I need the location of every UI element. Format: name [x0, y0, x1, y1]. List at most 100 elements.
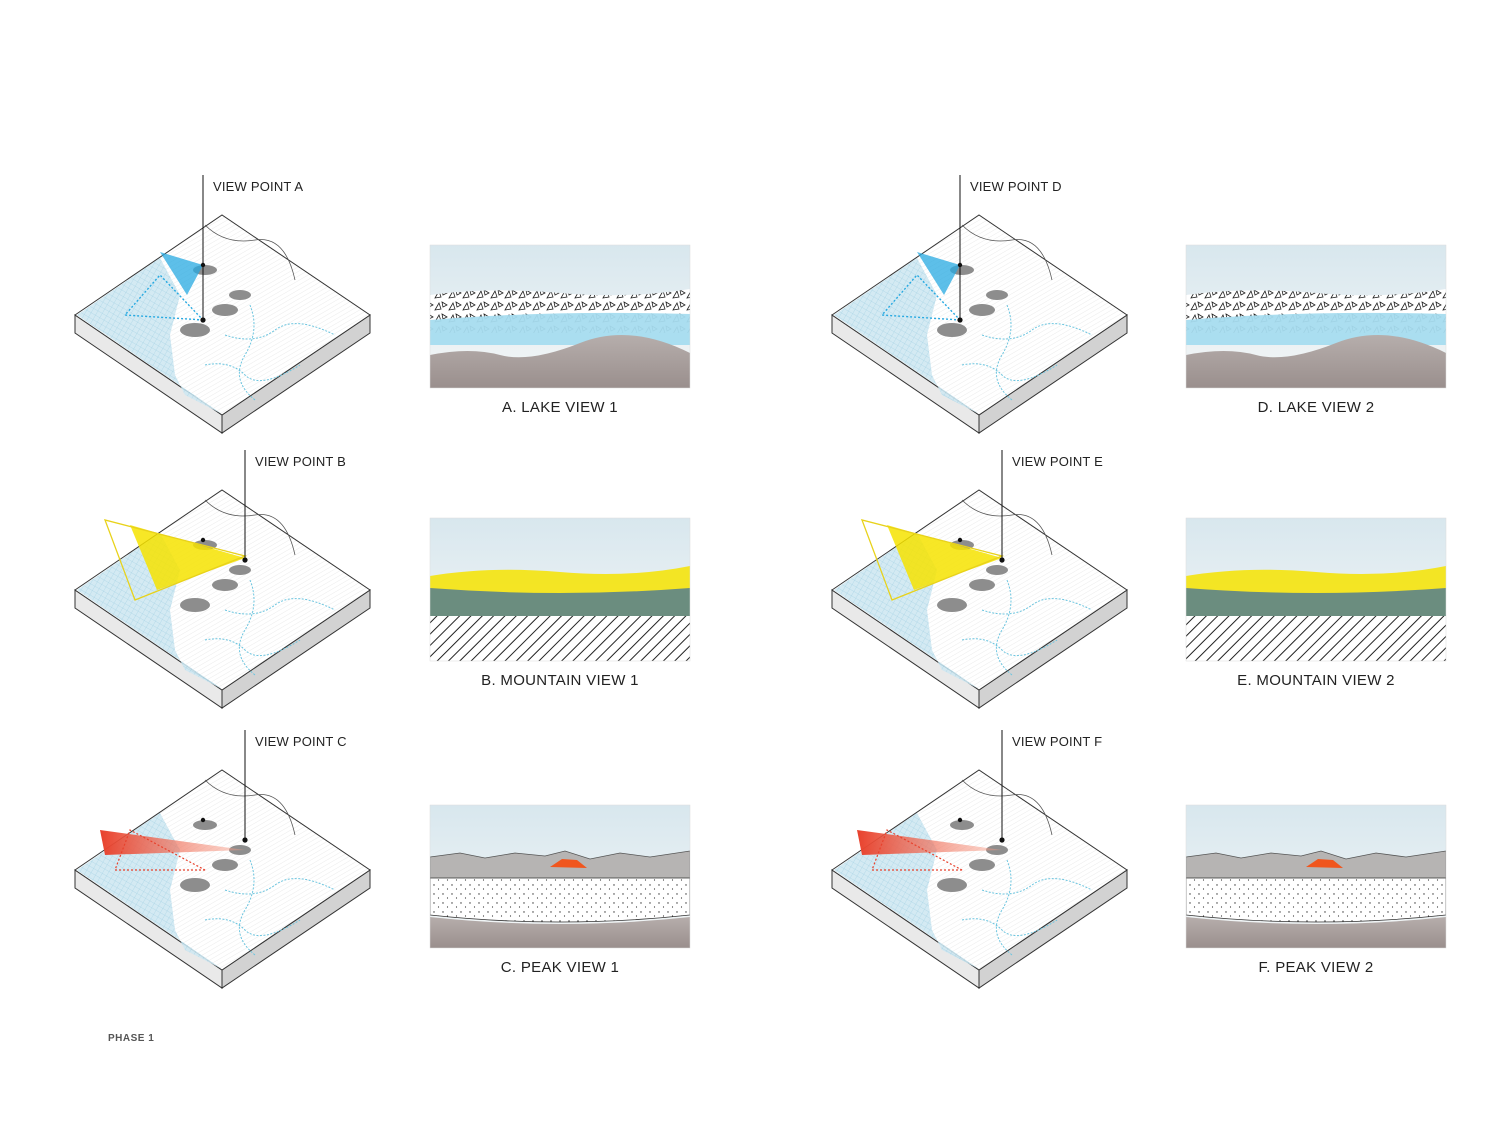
view-panel-a: VIEW POINT A A. LAKE VIEW 1 [74, 175, 691, 434]
view-panel-c: VIEW POINT C C. PEAK VIEW 1 [74, 730, 691, 989]
site-pad [212, 304, 238, 316]
site-pad [180, 323, 210, 337]
viewpoint-marker [957, 317, 963, 323]
view-render-E [1186, 518, 1446, 661]
dotted-field [430, 877, 690, 923]
mountain-outline-band [430, 566, 690, 596]
site-pad [937, 878, 967, 892]
target-peak [1306, 859, 1343, 868]
foreground-ground [430, 335, 690, 388]
site-pad [986, 565, 1008, 575]
site-pad [212, 579, 238, 591]
view-frame [429, 517, 691, 662]
river-lines [961, 304, 1093, 401]
view-render-F [1186, 805, 1446, 948]
view-render-D [1186, 245, 1446, 388]
river-lines [961, 579, 1093, 676]
view-cone [887, 525, 1002, 590]
viewpoint-label: VIEW POINT C [255, 734, 347, 749]
viewpoint-marker [999, 557, 1005, 563]
site-pad [180, 598, 210, 612]
secondary-viewpoint-marker [957, 817, 963, 823]
viewpoint-label: VIEW POINT E [1012, 454, 1103, 469]
view-frame [429, 804, 691, 949]
lake-area [834, 533, 979, 689]
river-lines [961, 859, 1093, 956]
foreground-ground [1186, 335, 1446, 388]
foreground-ground [1186, 917, 1446, 948]
viewpoint-marker [242, 557, 248, 563]
site-pad [212, 859, 238, 871]
secondary-viewpoint-marker [200, 262, 206, 268]
river-lines [204, 304, 336, 401]
view-cone [160, 252, 203, 295]
secondary-viewpoint-marker [957, 537, 963, 543]
view-caption: F. PEAK VIEW 2 [1258, 959, 1373, 976]
view-cone-outline [860, 519, 1005, 601]
river-lines [204, 579, 336, 676]
viewpoint-label: VIEW POINT A [213, 179, 303, 194]
dotted-field [1186, 877, 1446, 923]
site-pad [937, 598, 967, 612]
lake-area [77, 533, 222, 689]
view-caption: E. MOUNTAIN VIEW 2 [1237, 672, 1395, 689]
view-panel-e: VIEW POINT E E. MOUNTAIN VIEW 2 [831, 450, 1447, 709]
viewpoint-label: VIEW POINT F [1012, 734, 1102, 749]
site-pad [180, 878, 210, 892]
foreground-hatch [430, 616, 690, 661]
secondary-viewpoint-marker [200, 817, 206, 823]
view-caption: D. LAKE VIEW 2 [1258, 399, 1375, 416]
site-pad [229, 290, 251, 300]
site-pad [937, 323, 967, 337]
view-panel-f: VIEW POINT F F. PEAK VIEW 2 [831, 730, 1447, 989]
view-cone-outline [123, 273, 205, 321]
contour-lines [204, 779, 296, 836]
view-caption: B. MOUNTAIN VIEW 1 [481, 672, 639, 689]
view-panel-d: VIEW POINT D D. LAKE VIEW 2 [831, 175, 1447, 434]
view-cone [130, 525, 245, 590]
foreground-ground [430, 917, 690, 948]
lake-area [77, 258, 222, 414]
view-panel-b: VIEW POINT BB. MOUNTAIN VIEW 1 [74, 450, 691, 709]
view-cone-outline [114, 829, 206, 871]
view-cone-outline [871, 829, 963, 871]
view-caption: A. LAKE VIEW 1 [502, 399, 618, 416]
mountain-valley [1186, 588, 1446, 616]
viewpoint-marker [999, 837, 1005, 843]
site-pad [193, 820, 217, 830]
phase-label: PHASE 1 [108, 1033, 155, 1044]
contour-lines [204, 224, 296, 281]
view-caption: C. PEAK VIEW 1 [501, 959, 619, 976]
view-frame [429, 244, 691, 389]
view-frame [1185, 804, 1447, 949]
river-lines [204, 859, 336, 956]
contour-lines [961, 779, 1053, 836]
lake-area [834, 258, 979, 414]
secondary-viewpoint-marker [200, 537, 206, 543]
view-render-C [430, 805, 690, 948]
viewpoint-marker [242, 837, 248, 843]
view-render-B [430, 518, 690, 661]
contour-lines [961, 224, 1053, 281]
site-pad [986, 290, 1008, 300]
view-cone-outline [103, 519, 248, 601]
view-cone-outline [880, 273, 962, 321]
mountain-outline-band [1186, 566, 1446, 596]
view-cone [100, 830, 245, 855]
site-pad [950, 820, 974, 830]
contour-lines [961, 499, 1053, 556]
view-cone [917, 252, 960, 295]
site-pad [969, 579, 995, 591]
contour-lines [204, 499, 296, 556]
secondary-viewpoint-marker [957, 262, 963, 268]
viewpoint-marker [200, 317, 206, 323]
view-cone [857, 830, 1002, 855]
view-frame [1185, 244, 1447, 389]
site-pad [969, 859, 995, 871]
view-render-A [430, 245, 690, 388]
viewpoint-label: VIEW POINT D [970, 179, 1062, 194]
view-frame [1185, 517, 1447, 662]
site-pad [229, 565, 251, 575]
foreground-hatch [1186, 616, 1446, 661]
